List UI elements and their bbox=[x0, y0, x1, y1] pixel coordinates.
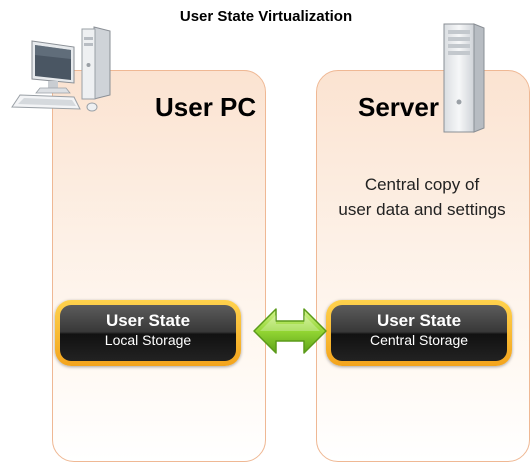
local-user-state-title: User State bbox=[105, 311, 191, 330]
local-storage-subtitle: Local Storage bbox=[104, 332, 192, 348]
local-user-state-inner: User State Local Storage bbox=[60, 305, 236, 361]
server-tower-icon bbox=[443, 23, 485, 133]
user-pc-label: User PC bbox=[155, 92, 257, 122]
central-user-state-inner: User State Central Storage bbox=[331, 305, 507, 361]
server-description-line-2: user data and settings bbox=[338, 200, 506, 219]
server-label: Server bbox=[358, 92, 439, 122]
local-user-state-box: User State Local Storage bbox=[55, 300, 241, 366]
central-storage-subtitle: Central Storage bbox=[369, 332, 469, 348]
double-arrow-icon bbox=[253, 308, 327, 354]
central-user-state-box: User State Central Storage bbox=[326, 300, 512, 366]
server-description: Central copy of user data and settings bbox=[316, 172, 528, 222]
central-user-state-title: User State bbox=[376, 311, 462, 330]
desktop-computer-icon bbox=[11, 26, 111, 112]
user-pc-panel bbox=[52, 70, 266, 462]
diagram-title: User State Virtualization bbox=[179, 8, 353, 25]
server-panel bbox=[316, 70, 530, 462]
server-description-line-1: Central copy of bbox=[364, 175, 480, 194]
